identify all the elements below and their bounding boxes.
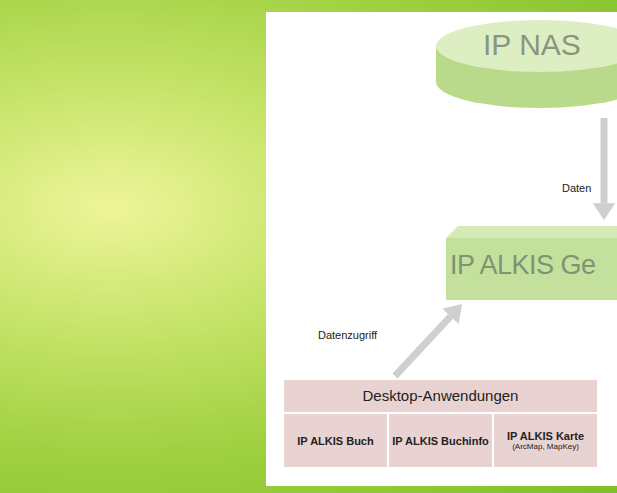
application-name: IP ALKIS Buchinfo <box>392 435 489 447</box>
application-group: Desktop-Anwendungen IP ALKIS Buch IP ALKIS… <box>284 380 597 467</box>
group-heading: Desktop-Anwendungen <box>284 380 597 412</box>
application-cell: IP ALKIS Buchinfo <box>389 414 492 467</box>
edge-label: Datenzugriff <box>318 329 377 341</box>
application-cell: IP ALKIS Buch <box>284 414 387 467</box>
edge-label: Daten <box>562 182 591 194</box>
storage-disk: IP NAS <box>435 14 617 114</box>
data-arrow <box>593 118 615 220</box>
server-slab: IP ALKIS Ge <box>446 226 617 300</box>
node-title: IP NAS <box>483 28 581 62</box>
node-title: IP ALKIS Ge <box>450 250 596 281</box>
application-name: IP ALKIS Karte <box>507 430 584 442</box>
application-name: IP ALKIS Buch <box>297 435 373 447</box>
application-cell: IP ALKIS Karte(ArcMap, MapKey) <box>494 414 597 467</box>
application-note: (ArcMap, MapKey) <box>512 442 579 451</box>
data-arrow <box>395 304 462 376</box>
